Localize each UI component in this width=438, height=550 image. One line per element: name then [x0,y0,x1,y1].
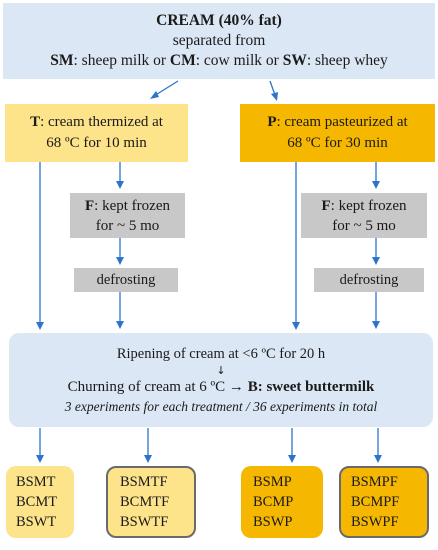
arrow-thermized-to-process [36,162,44,330]
arrow-frozen-right-to-defrost [372,238,380,265]
defrost-left-box: defrosting [74,268,178,292]
thermized-box: T: cream thermized at 68 ºC for 10 min [5,104,188,162]
arrow-process-to-output-3 [288,428,296,463]
output-2-item-1: BSMTF [120,474,168,490]
output-1-item-1: BSMT [16,474,56,490]
ripening-step: Ripening of cream at <6 ºC for 20 h [116,345,326,362]
arrow-frozen-left-to-defrost [116,238,124,265]
process-box: Ripening of cream at <6 ºC for 20 h ↓ Ch… [9,333,433,427]
output-1-item-2: BCMT [16,494,58,510]
output-box-3: BSMP BCMP BSWP [241,466,323,538]
defrost-left-label: defrosting [96,271,156,288]
churning-step: Churning of cream at 6 ºC → B: sweet but… [67,378,375,395]
frozen-left-box: F: kept frozen for ~ 5 mo [70,193,185,238]
process-down-arrow: ↓ [216,363,226,377]
pasteurized-line-1: P: cream pasteurized at [267,114,408,130]
arrow-pasteurized-to-frozen [372,162,380,189]
defrost-right-box: defrosting [314,268,424,292]
arrow-process-to-output-1 [36,428,44,463]
arrow-process-to-output-2 [144,428,152,463]
pasteurized-box: P: cream pasteurized at 68 ºC for 30 min [240,104,435,162]
arrow-defrost-right-to-process [372,292,380,329]
arrow-pasteurized-to-process [292,162,300,330]
output-3-item-3: BSWP [253,514,293,530]
output-4-item-3: BSWPF [351,514,399,530]
output-4-item-2: BCMPF [351,494,400,510]
output-1-item-3: BSWT [16,514,57,530]
cream-source-box: CREAM (40% fat) separated from SM: sheep… [3,3,435,79]
experiments-note: 3 experiments for each treatment / 36 ex… [64,398,378,414]
arrow-defrost-left-to-process [116,292,124,329]
output-2-item-2: BCMTF [120,494,170,510]
cream-separated-label: separated from [172,32,266,49]
output-3-item-1: BSMP [253,474,292,490]
thermized-line-1: T: cream thermized at [30,114,163,130]
cream-title: CREAM (40% fat) [156,12,282,29]
cream-sources: SM: sheep milk or CM: cow milk or SW: sh… [50,52,388,69]
frozen-left-line-2: for ~ 5 mo [95,217,160,234]
pasteurized-line-2: 68 ºC for 30 min [287,135,388,151]
output-3-item-2: BCMP [253,494,294,510]
frozen-right-line-2: for ~ 5 mo [332,217,396,234]
thermized-line-2: 68 ºC for 10 min [46,135,147,151]
output-box-4: BSMPF BCMPF BSWPF [339,466,429,538]
defrost-right-label: defrosting [339,271,399,288]
arrow-top-to-pasteurized [269,80,278,101]
arrow-top-to-thermized [150,80,179,99]
frozen-right-box: F: kept frozen for ~ 5 mo [301,193,427,238]
output-4-item-1: BSMPF [351,474,398,490]
frozen-right-line-1: F: kept frozen [321,197,407,214]
output-box-1: BSMT BCMT BSWT [6,466,74,538]
arrow-process-to-output-4 [374,428,382,463]
output-box-2: BSMTF BCMTF BSWTF [106,466,196,538]
frozen-left-line-1: F: kept frozen [85,197,170,214]
arrow-thermized-to-frozen [116,162,124,189]
output-2-item-3: BSWTF [120,514,169,530]
